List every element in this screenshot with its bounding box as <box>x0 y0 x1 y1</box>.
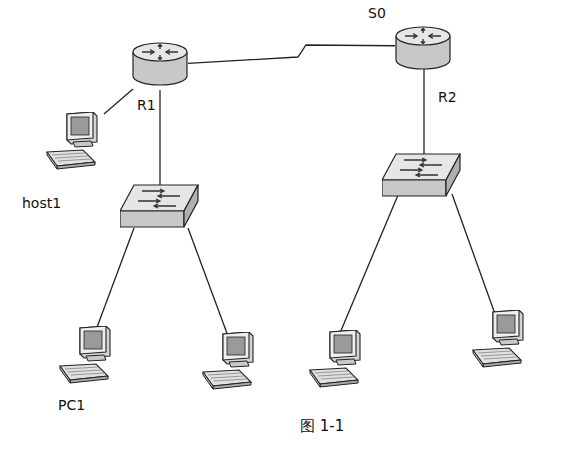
node-label: PC1 <box>58 398 85 413</box>
serial-link <box>188 45 395 63</box>
switch-icon <box>120 185 198 227</box>
computer-icon <box>47 112 97 169</box>
router-node: R1 <box>133 40 188 90</box>
figure-caption: 图 1-1 <box>300 418 344 435</box>
computer-icon <box>60 326 110 383</box>
node-label: R2 <box>438 90 457 105</box>
host-node: host1 <box>42 112 104 170</box>
computer-icon <box>310 330 360 387</box>
switch-icon <box>382 154 460 196</box>
router-node: R2 <box>395 24 451 68</box>
pc-node: PC1 <box>55 326 117 386</box>
link-lines <box>96 68 495 336</box>
port-label: S0 <box>368 6 386 21</box>
network-cable <box>104 89 133 114</box>
router-icon <box>133 43 187 85</box>
node-label: host1 <box>22 196 61 211</box>
node-label: R1 <box>137 98 156 113</box>
computer-icon <box>473 310 523 367</box>
router-icon <box>396 27 450 69</box>
computer-icon <box>203 332 253 389</box>
